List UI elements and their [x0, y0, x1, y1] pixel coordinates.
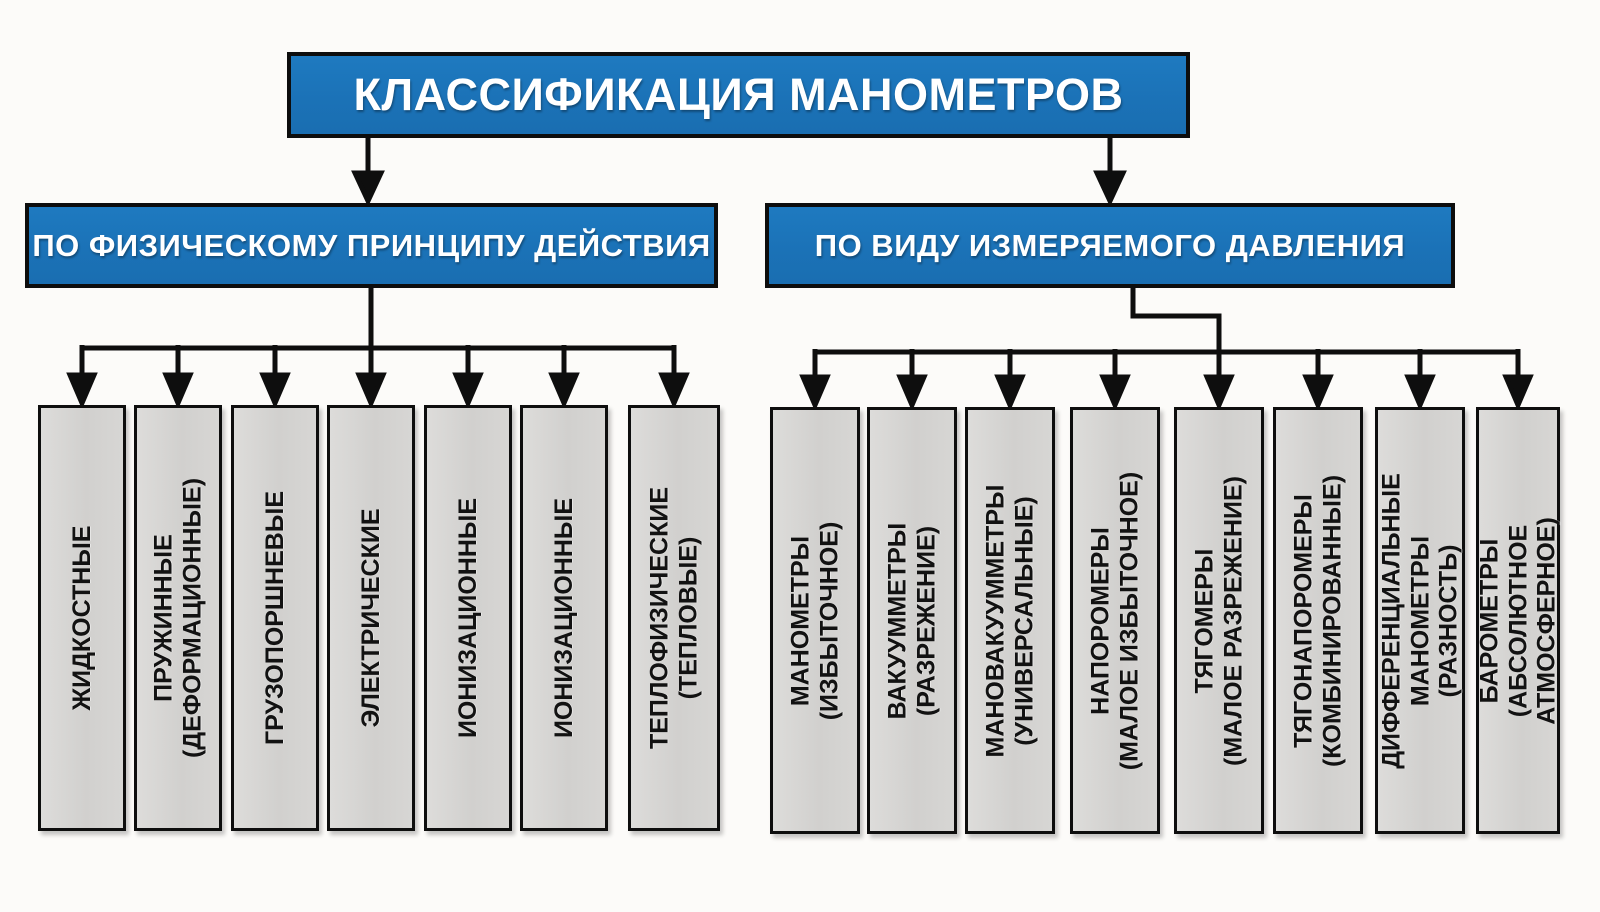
category-label: ГРУЗОПОРШНЕВЫЕ	[260, 491, 289, 745]
category-label: ДИФФЕРЕНЦИАЛЬНЫЕ МАНОМЕТРЫ (РАЗНОСТЬ)	[1377, 472, 1463, 769]
category-label: ТЕПЛОФИЗИЧЕСКИЕ (ТЕПЛОВЫЕ)	[645, 486, 703, 750]
category-box-right-7: ДИФФЕРЕНЦИАЛЬНЫЕ МАНОМЕТРЫ (РАЗНОСТЬ)	[1375, 407, 1465, 834]
category-box-left-4: ЭЛЕКТРИЧЕСКИЕ	[327, 405, 415, 831]
category-box-left-7: ТЕПЛОФИЗИЧЕСКИЕ (ТЕПЛОВЫЕ)	[628, 405, 720, 831]
category-box-left-6: ИОНИЗАЦИОННЫЕ	[520, 405, 608, 831]
category-box-right-3: МАНОВАКУУММЕТРЫ (УНИВЕРСАЛЬНЫЕ)	[965, 407, 1055, 834]
category-label: МАНОВАКУУММЕТРЫ (УНИВЕРСАЛЬНЫЕ)	[981, 484, 1039, 757]
category-label: ЭЛЕКТРИЧЕСКИЕ	[356, 508, 385, 728]
category-label: НАПОРОМЕРЫ (МАЛОЕ ИЗБЫТОЧНОЕ)	[1086, 471, 1144, 770]
category-label: ТЯГОМЕРЫ (МАЛОЕ РАЗРЕЖЕНИЕ)	[1190, 475, 1248, 766]
branch-header-pressure-type: ПО ВИДУ ИЗМЕРЯЕМОГО ДАВЛЕНИЯ	[765, 203, 1455, 288]
branch-header-label: ПО ФИЗИЧЕСКОМУ ПРИНЦИПУ ДЕЙСТВИЯ	[32, 227, 711, 263]
branch-header-label: ПО ВИДУ ИЗМЕРЯЕМОГО ДАВЛЕНИЯ	[814, 227, 1406, 263]
category-label: ИОНИЗАЦИОННЫЕ	[549, 497, 578, 739]
category-label: ИОНИЗАЦИОННЫЕ	[453, 497, 482, 739]
category-label: ВАКУУММЕТРЫ (РАЗРЕЖЕНИЕ)	[883, 522, 941, 719]
category-box-left-5: ИОНИЗАЦИОННЫЕ	[424, 405, 512, 831]
category-label: БАРОМЕТРЫ (АБСОЛЮТНОЕ АТМОСФЕРНОЕ)	[1475, 516, 1561, 725]
category-label: ЖИДКОСТНЫЕ	[67, 525, 96, 711]
category-label: ТЯГОНАПОРОМЕРЫ (КОМБИНИРОВАННЫЕ)	[1289, 474, 1347, 767]
category-box-right-1: МАНОМЕТРЫ (ИЗБЫТОЧНОЕ)	[770, 407, 860, 834]
category-label: ПРУЖИННЫЕ (ДЕФОРМАЦИОННЫЕ)	[149, 477, 207, 759]
root-box: КЛАССИФИКАЦИЯ МАНОМЕТРОВ	[287, 52, 1190, 138]
category-box-right-6: ТЯГОНАПОРОМЕРЫ (КОМБИНИРОВАННЫЕ)	[1273, 407, 1363, 834]
category-box-right-5: ТЯГОМЕРЫ (МАЛОЕ РАЗРЕЖЕНИЕ)	[1174, 407, 1264, 834]
category-box-left-1: ЖИДКОСТНЫЕ	[38, 405, 126, 831]
category-box-left-2: ПРУЖИННЫЕ (ДЕФОРМАЦИОННЫЕ)	[134, 405, 222, 831]
branch-header-physical-principle: ПО ФИЗИЧЕСКОМУ ПРИНЦИПУ ДЕЙСТВИЯ	[25, 203, 718, 288]
diagram-title: КЛАССИФИКАЦИЯ МАНОМЕТРОВ	[353, 69, 1124, 120]
category-box-left-3: ГРУЗОПОРШНЕВЫЕ	[231, 405, 319, 831]
category-label: МАНОМЕТРЫ (ИЗБЫТОЧНОЕ)	[786, 521, 844, 720]
category-box-right-4: НАПОРОМЕРЫ (МАЛОЕ ИЗБЫТОЧНОЕ)	[1070, 407, 1160, 834]
category-box-right-8: БАРОМЕТРЫ (АБСОЛЮТНОЕ АТМОСФЕРНОЕ)	[1475, 407, 1561, 834]
category-box-right-2: ВАКУУММЕТРЫ (РАЗРЕЖЕНИЕ)	[867, 407, 957, 834]
